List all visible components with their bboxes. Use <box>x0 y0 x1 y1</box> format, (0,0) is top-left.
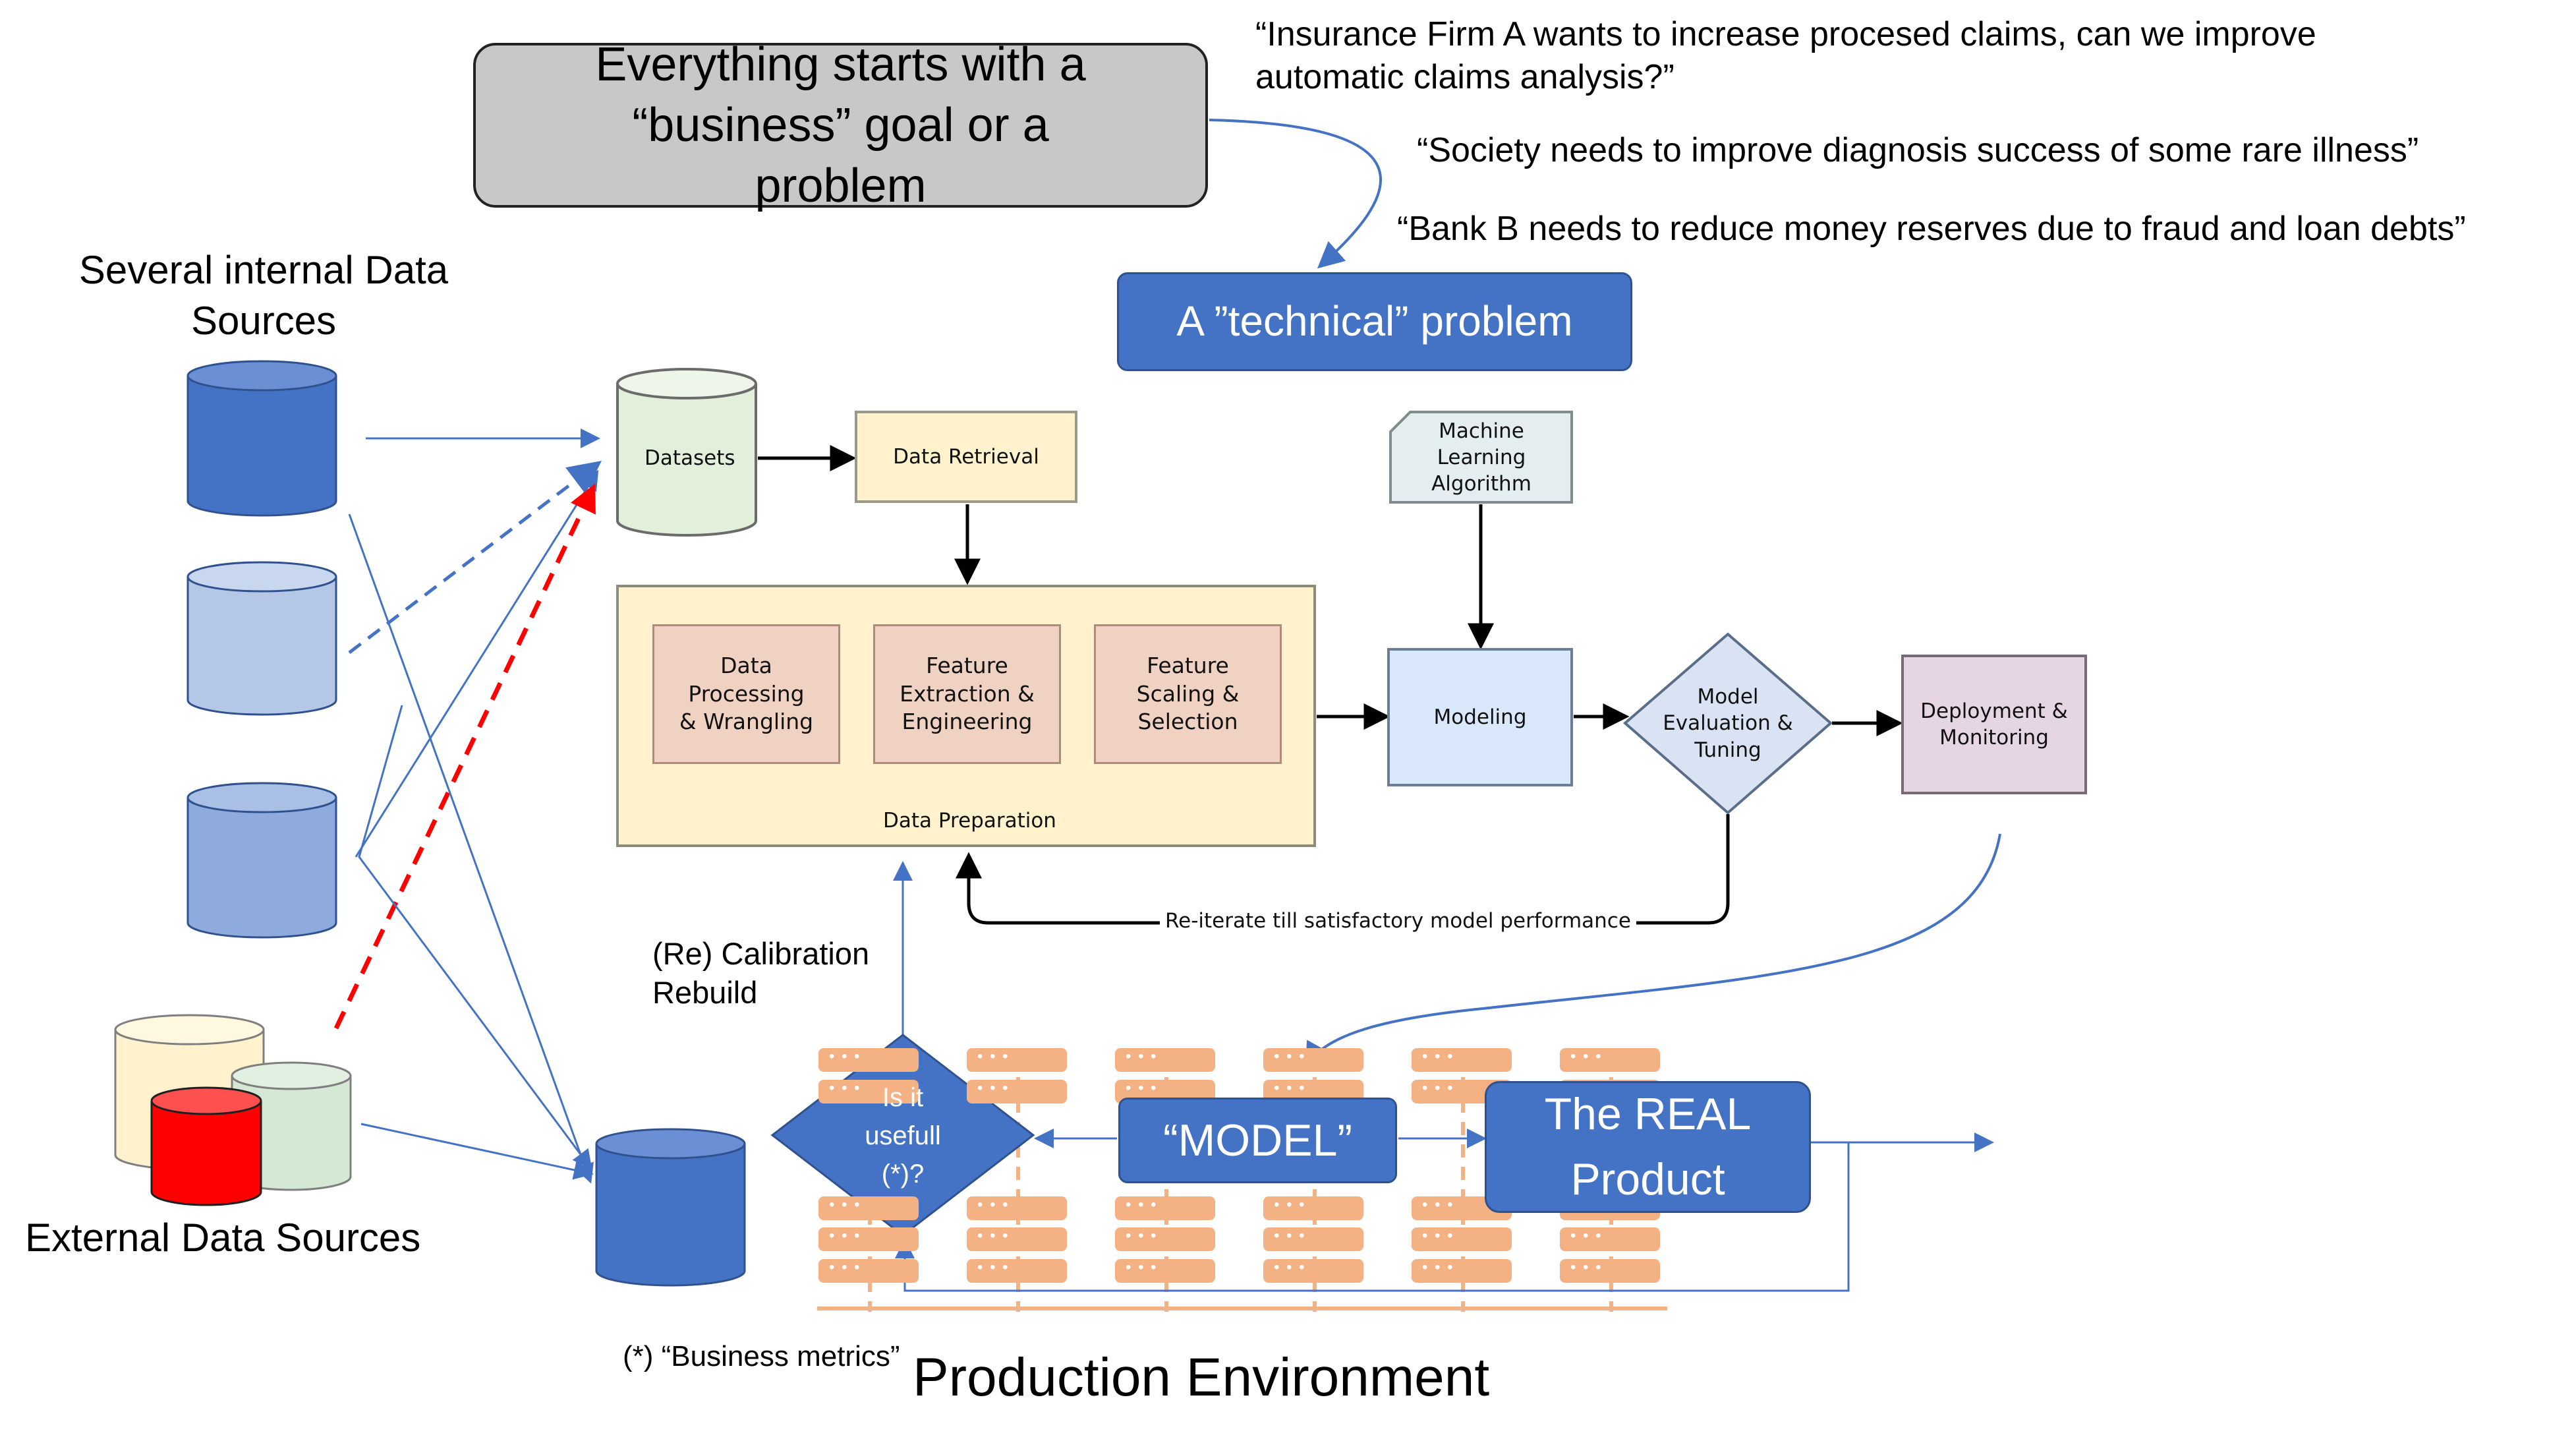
server-unit <box>818 1079 919 1103</box>
production-db <box>595 1128 746 1287</box>
model-box: “MODEL” <box>1118 1098 1397 1183</box>
internal-source-2-to-prod-db <box>358 705 592 1170</box>
server-unit <box>1412 1258 1512 1283</box>
feature-extraction-label: Feature Extraction & Engineering <box>900 652 1035 735</box>
deployment-label: Deployment & Monitoring <box>1920 699 2068 750</box>
ml-algorithm-label: Machine Learning Algorithm <box>1431 419 1531 496</box>
server-unit <box>1115 1196 1215 1220</box>
internal-db-1 <box>186 360 337 517</box>
server-unit <box>967 1258 1067 1283</box>
reiterate-label: Re-iterate till satisfactory model perfo… <box>1160 909 1636 933</box>
modeling-label: Modeling <box>1433 705 1527 729</box>
internal-source-3-arrow <box>355 469 599 858</box>
server-unit <box>967 1047 1067 1072</box>
server-unit <box>1115 1258 1215 1283</box>
modeling-box: Modeling <box>1387 648 1573 786</box>
external-to-prod-db <box>360 1123 594 1180</box>
quote-society: “Society needs to improve diagnosis succ… <box>1417 131 2419 169</box>
deployment-box: Deployment & Monitoring <box>1901 655 2087 794</box>
production-environment-label: Production Environment <box>913 1347 1490 1407</box>
model-evaluation-label-wrap: Model Evaluation & Tuning <box>1625 666 1831 781</box>
server-unit <box>967 1196 1067 1220</box>
data-retrieval-box: Data Retrieval <box>855 411 1077 503</box>
server-unit <box>1560 1258 1660 1283</box>
internal-source-1-to-prod-db <box>348 514 594 1184</box>
goal-to-technical-arrow <box>1209 119 1383 269</box>
internal-sources-label: Several internal Data Sources <box>78 248 449 343</box>
server-unit <box>818 1227 919 1251</box>
server-unit <box>818 1258 919 1283</box>
external-sources-label: External Data Sources <box>25 1216 421 1260</box>
feature-scaling-label: Feature Scaling & Selection <box>1136 652 1240 735</box>
server-unit <box>1412 1227 1512 1251</box>
data-retrieval-label: Data Retrieval <box>893 444 1039 469</box>
model-evaluation-label: Model Evaluation & Tuning <box>1663 685 1793 762</box>
external-source-red-dashed-arrow <box>333 483 596 1030</box>
server-unit <box>967 1227 1067 1251</box>
technical-problem-box: A ”technical” problem <box>1117 272 1632 371</box>
is-it-useful-label: Is it usefull (*)? <box>865 1082 941 1189</box>
server-unit <box>1412 1047 1512 1072</box>
server-unit <box>1560 1227 1660 1251</box>
internal-db-3 <box>186 782 337 939</box>
server-unit <box>1115 1047 1215 1072</box>
internal-db-2 <box>186 561 337 716</box>
external-db-red <box>150 1086 262 1206</box>
server-unit <box>1263 1258 1363 1283</box>
data-processing-label: Data Processing & Wrangling <box>679 652 814 735</box>
server-unit <box>967 1079 1067 1103</box>
business-metrics-note: (*) “Business metrics” <box>623 1340 900 1372</box>
feature-scaling-box: Feature Scaling & Selection <box>1094 624 1282 764</box>
server-unit <box>818 1047 919 1072</box>
ml-algorithm-shape <box>1389 411 1573 504</box>
ml-algorithm-label-wrap: Machine Learning Algorithm <box>1392 412 1571 503</box>
datasets-label: Datasets <box>644 446 735 470</box>
server-unit <box>1560 1047 1660 1072</box>
real-product-label: The REAL Product <box>1544 1089 1752 1204</box>
business-goal-box: Everything starts with a “business” goal… <box>473 38 1208 212</box>
business-goal-label: Everything starts with a “business” goal… <box>595 38 1086 213</box>
deployment-to-model-arrow <box>1305 833 2001 1069</box>
server-unit <box>1263 1227 1363 1251</box>
server-unit <box>1115 1227 1215 1251</box>
server-unit <box>818 1196 919 1220</box>
model-label: “MODEL” <box>1162 1115 1353 1165</box>
quote-insurance: “Insurance Firm A wants to increase proc… <box>1255 15 2316 96</box>
real-product-box: The REAL Product <box>1485 1081 1811 1213</box>
datasets-db <box>616 368 757 537</box>
internal-source-2-dashed-arrow <box>348 460 602 654</box>
model-evaluation-diamond <box>1622 632 1833 815</box>
data-processing-box: Data Processing & Wrangling <box>652 624 840 764</box>
calibration-label: (Re) Calibration Rebuild <box>652 936 870 1010</box>
technical-problem-label: A ”technical” problem <box>1176 297 1573 345</box>
feature-extraction-box: Feature Extraction & Engineering <box>873 624 1061 764</box>
quote-bank: “Bank B needs to reduce money reserves d… <box>1397 210 2466 248</box>
data-preparation-label: Data Preparation <box>883 809 1056 833</box>
server-unit <box>1263 1196 1363 1220</box>
server-unit <box>1263 1047 1363 1072</box>
is-it-useful-label-wrap: Is it usefull (*)? <box>817 1074 988 1196</box>
